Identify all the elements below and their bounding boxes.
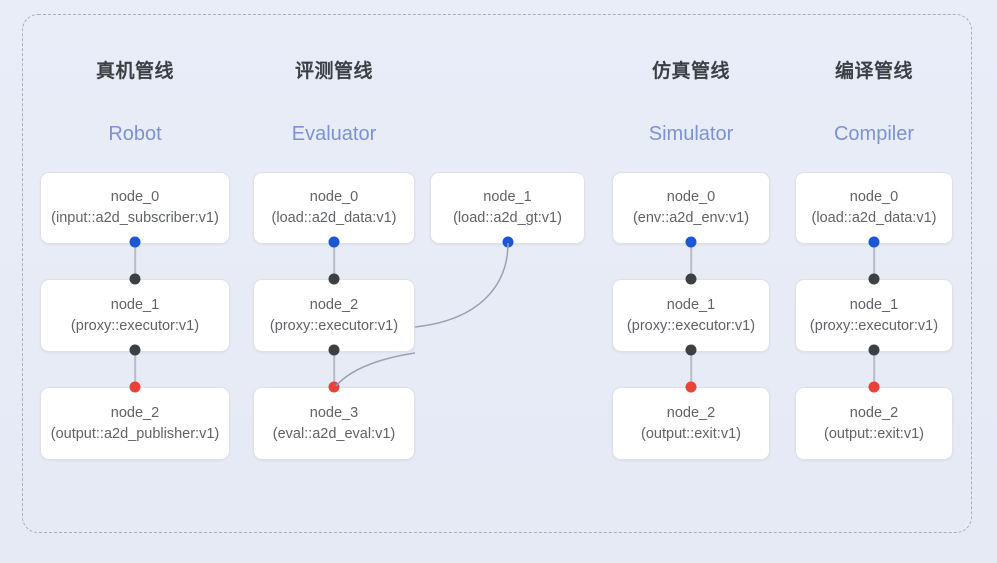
edge-robot-0-1 <box>134 241 136 281</box>
node-spec: (output::exit:v1) <box>824 425 924 442</box>
port-out-robot-0[interactable] <box>129 236 141 248</box>
node-simulator-2[interactable]: node_2 (output::exit:v1) <box>612 387 770 460</box>
node-name: node_0 <box>110 189 160 205</box>
node-spec: (output::exit:v1) <box>641 425 741 442</box>
edge-compiler-1-2 <box>873 349 875 389</box>
node-name: node_2 <box>309 296 359 313</box>
node-spec: (load::a2d_data:v1) <box>811 210 937 226</box>
port-in-evaluator-3[interactable] <box>328 381 340 393</box>
node-spec: (load::a2d_gt:v1) <box>453 210 562 226</box>
node-evaluator-3[interactable]: node_3 (eval::a2d_eval:v1) <box>253 387 415 460</box>
edge-simulator-0-1 <box>690 241 692 281</box>
column-title-cn-simulator: 仿真管线 <box>651 61 730 82</box>
column-title-cn-compiler: 编译管线 <box>834 61 913 82</box>
node-compiler-2[interactable]: node_2 (output::exit:v1) <box>795 387 953 460</box>
edge-robot-1-2 <box>134 349 136 389</box>
node-compiler-0[interactable]: node_0 (load::a2d_data:v1) <box>795 172 953 244</box>
node-name: node_0 <box>666 189 716 205</box>
node-spec: (proxy::executor:v1) <box>70 317 200 334</box>
port-in-simulator-1[interactable] <box>685 273 697 285</box>
port-in-simulator-2[interactable] <box>685 381 697 393</box>
port-out-evaluator-2[interactable] <box>328 344 340 356</box>
port-out-robot-1[interactable] <box>129 344 141 356</box>
node-compiler-1[interactable]: node_1 (proxy::executor:v1) <box>795 279 953 352</box>
node-spec: (output::a2d_publisher:v1) <box>50 425 220 442</box>
port-in-robot-2[interactable] <box>129 381 141 393</box>
node-robot-0[interactable]: node_0 (input::a2d_subscriber:v1) <box>40 172 230 244</box>
node-simulator-1[interactable]: node_1 (proxy::executor:v1) <box>612 279 770 352</box>
node-spec: (proxy::executor:v1) <box>626 317 756 334</box>
port-out-simulator-1[interactable] <box>685 344 697 356</box>
node-evaluator-side-1[interactable]: node_1 (load::a2d_gt:v1) <box>430 172 585 244</box>
column-title-en-compiler: Compiler <box>833 123 915 145</box>
edge-simulator-1-2 <box>690 349 692 389</box>
node-name: node_2 <box>666 404 716 421</box>
edge-evaluator-0-2 <box>333 241 335 281</box>
port-in-robot-1[interactable] <box>129 273 141 285</box>
node-spec: (proxy::executor:v1) <box>809 317 939 334</box>
column-title-cn-robot: 真机管线 <box>95 61 174 82</box>
node-name: node_1 <box>849 296 899 313</box>
node-spec: (load::a2d_data:v1) <box>271 210 397 226</box>
node-robot-2[interactable]: node_2 (output::a2d_publisher:v1) <box>40 387 230 460</box>
node-name: node_1 <box>483 189 532 205</box>
edge-compiler-0-1 <box>873 241 875 281</box>
node-name: node_0 <box>309 189 359 205</box>
node-spec: (proxy::executor:v1) <box>269 317 399 334</box>
node-evaluator-2[interactable]: node_2 (proxy::executor:v1) <box>253 279 415 352</box>
port-out-compiler-1[interactable] <box>868 344 880 356</box>
column-title-en-robot: Robot <box>108 123 162 145</box>
node-simulator-0[interactable]: node_0 (env::a2d_env:v1) <box>612 172 770 244</box>
port-in-compiler-1[interactable] <box>868 273 880 285</box>
node-name: node_1 <box>110 296 160 313</box>
port-out-compiler-0[interactable] <box>868 236 880 248</box>
edge-gt-to-executor <box>414 242 509 328</box>
node-robot-1[interactable]: node_1 (proxy::executor:v1) <box>40 279 230 352</box>
node-spec: (env::a2d_env:v1) <box>632 210 750 226</box>
port-in-evaluator-2[interactable] <box>328 273 340 285</box>
port-out-simulator-0[interactable] <box>685 236 697 248</box>
node-spec: (input::a2d_subscriber:v1) <box>51 210 219 226</box>
node-name: node_2 <box>110 404 160 421</box>
node-spec: (eval::a2d_eval:v1) <box>272 425 396 442</box>
column-title-en-evaluator: Evaluator <box>291 123 377 145</box>
node-name: node_0 <box>849 189 899 205</box>
port-out-evaluator-0[interactable] <box>328 236 340 248</box>
node-name: node_3 <box>309 404 359 421</box>
column-title-en-simulator: Simulator <box>648 123 734 145</box>
node-name: node_1 <box>666 296 716 313</box>
node-evaluator-0[interactable]: node_0 (load::a2d_data:v1) <box>253 172 415 244</box>
column-title-cn-evaluator: 评测管线 <box>294 61 373 82</box>
node-name: node_2 <box>849 404 899 421</box>
edge-executor-to-eval <box>335 352 416 387</box>
port-out-evaluator-gt[interactable] <box>502 236 514 248</box>
port-in-compiler-2[interactable] <box>868 381 880 393</box>
edge-evaluator-2-3 <box>333 349 335 389</box>
